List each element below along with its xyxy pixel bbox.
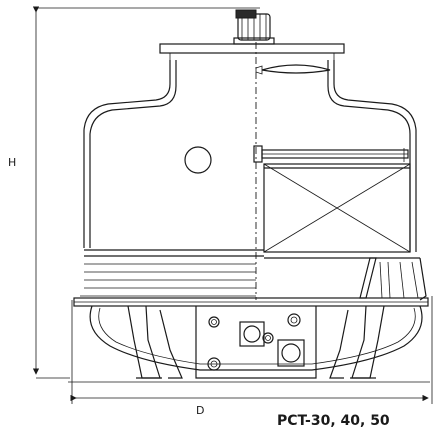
height-label: H <box>8 156 16 169</box>
model-label: PCT-30, 40, 50 <box>277 413 390 427</box>
air-inlet-louvers <box>80 249 420 297</box>
pipe-connection-plate <box>195 306 317 379</box>
fill-media <box>263 163 411 253</box>
fan-motor <box>233 9 275 45</box>
diameter-dimension: D <box>70 296 433 417</box>
cold-water-basin <box>89 305 423 371</box>
support-legs <box>127 305 385 379</box>
inspection-port <box>184 146 212 174</box>
right-louver-frame <box>359 257 427 301</box>
tower-shell <box>83 60 417 252</box>
fan-blade <box>255 64 331 75</box>
sprinkler-pipe <box>253 145 409 163</box>
top-deck <box>159 43 345 60</box>
height-dimension: H <box>8 6 260 379</box>
diameter-label: D <box>196 404 204 417</box>
basin-rim <box>73 297 429 307</box>
